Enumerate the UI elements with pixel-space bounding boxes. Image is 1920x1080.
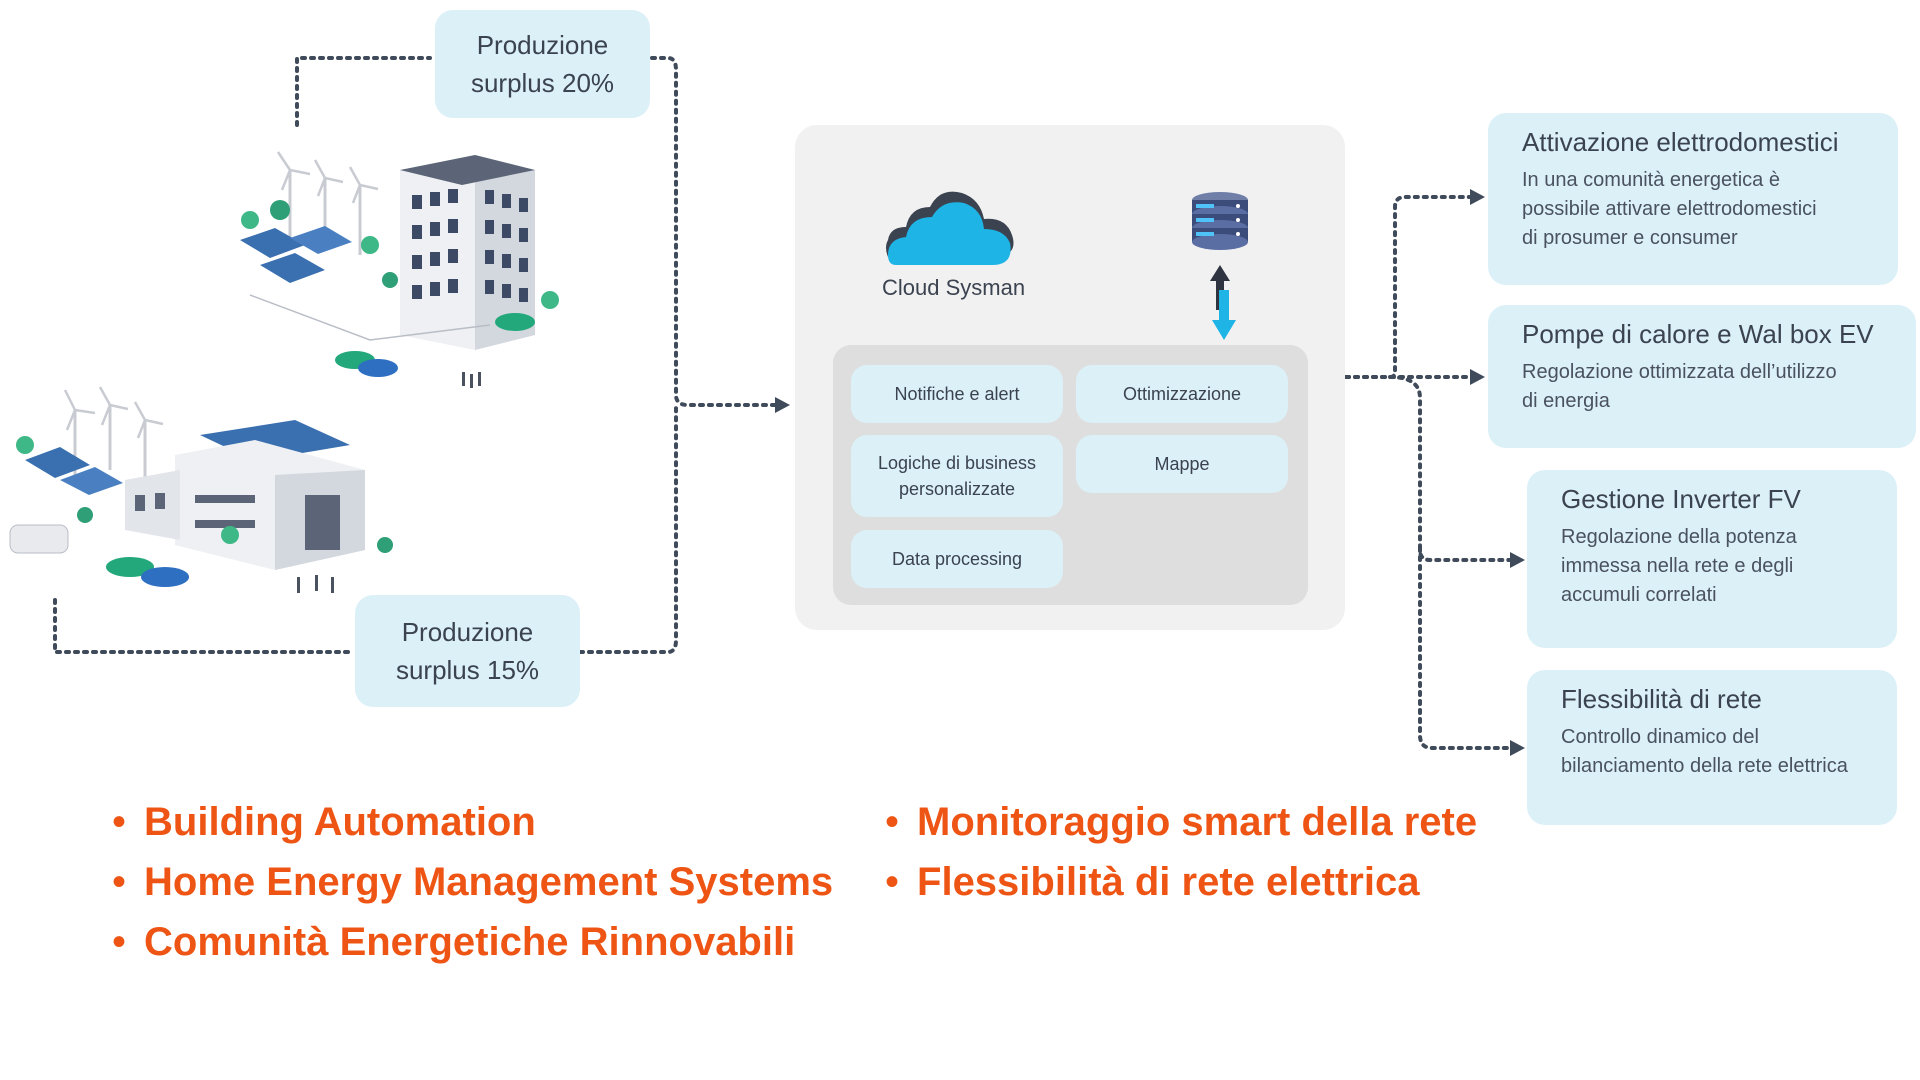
bullet-item: Building Automation — [112, 792, 833, 852]
feature-desc-line: bilanciamento della rete elettrica — [1561, 755, 1848, 777]
bullet-item: Flessibilità di rete elettrica — [885, 852, 1477, 912]
feature-title: Attivazione elettrodomestici — [1522, 127, 1839, 157]
trees — [241, 200, 559, 309]
cloud-services-panel: Notifiche e alert Ottimizzazione Logiche… — [833, 345, 1308, 605]
arrow-up-icon — [1210, 265, 1230, 310]
feature-desc-line: immessa nella rete e degli — [1561, 555, 1794, 577]
solar-panel-icon — [240, 226, 352, 283]
bullet-item: Comunità Energetiche Rinnovabili — [112, 912, 833, 972]
trees — [16, 436, 393, 553]
electric-car-icon — [335, 313, 535, 377]
feature-title: Gestione Inverter FV — [1561, 484, 1801, 514]
bullet-item: Monitoraggio smart della rete — [885, 792, 1477, 852]
feature-box-elettrodomestici: Attivazione elettrodomestici In una comu… — [1488, 113, 1898, 285]
electric-car-icon — [9, 524, 189, 587]
cloud-icon — [886, 191, 1014, 265]
feature-desc-line: accumuli correlati — [1561, 584, 1717, 606]
surplus-top-line1: Produzione — [476, 30, 609, 60]
factory-building — [125, 440, 365, 570]
feature-desc-line: Controllo dinamico del — [1561, 726, 1759, 748]
feature-desc-line: Regolazione ottimizzata dell’utilizzo — [1522, 361, 1837, 383]
feature-desc-line: In una comunità energetica è — [1522, 169, 1780, 191]
feature-desc-line: possibile attivare elettrodomestici — [1522, 198, 1817, 220]
office-tower — [400, 155, 535, 350]
service-pill-notifiche: Notifiche e alert — [851, 365, 1063, 423]
surplus-box-top: Produzione surplus 20% — [435, 10, 650, 118]
cloud-sysman-label: Cloud Sysman — [882, 275, 1026, 300]
industrial-plant-illustration — [9, 386, 393, 593]
feature-desc-line: di prosumer e consumer — [1522, 227, 1738, 249]
surplus-bottom-line2: surplus 15% — [395, 655, 540, 685]
surplus-top-line2: surplus 20% — [470, 68, 615, 98]
cloud-sysman-panel: Cloud Sysman Notifiche e alert Ottimizza… — [795, 125, 1345, 630]
service-pill-mappe: Mappe — [1076, 435, 1288, 493]
feature-box-inverter: Gestione Inverter FV Regolazione della p… — [1527, 470, 1897, 648]
surplus-bottom-line1: Produzione — [401, 617, 534, 647]
feature-desc-line: Regolazione della potenza — [1561, 526, 1797, 548]
database-icon — [1192, 192, 1248, 250]
bullet-list-left: Building Automation Home Energy Manageme… — [112, 792, 833, 972]
feature-title: Pompe di calore e Wal box EV — [1522, 319, 1874, 349]
feature-title: Flessibilità di rete — [1561, 684, 1762, 714]
bullet-item: Home Energy Management Systems — [112, 852, 833, 912]
arrow-down-icon — [1212, 290, 1236, 340]
feature-desc-line: di energia — [1522, 390, 1610, 412]
service-pill-ottimizzazione: Ottimizzazione — [1076, 365, 1288, 423]
surplus-box-bottom: Produzione surplus 15% — [355, 595, 580, 707]
feature-box-pompe-calore: Pompe di calore e Wal box EV Regolazione… — [1488, 305, 1916, 448]
feature-box-flessibilita: Flessibilità di rete Controllo dinamico … — [1527, 670, 1897, 825]
office-building-illustration — [240, 151, 559, 388]
bullet-list-right: Monitoraggio smart della rete Flessibili… — [885, 792, 1477, 912]
service-pill-data-processing: Data processing — [851, 530, 1063, 588]
service-pill-logiche: Logiche di business personalizzate — [851, 435, 1063, 517]
